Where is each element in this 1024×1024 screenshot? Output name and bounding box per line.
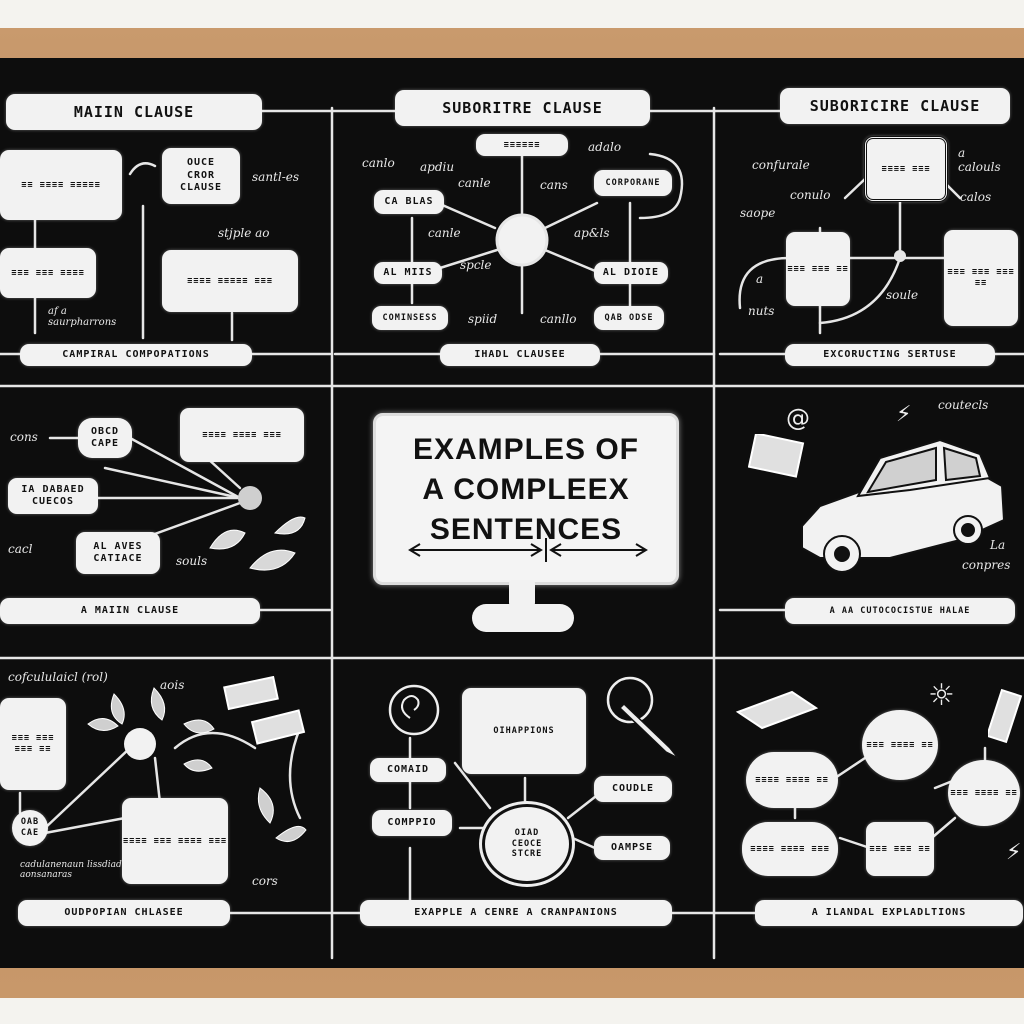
chalk-note: cors bbox=[252, 874, 278, 888]
plant-icon bbox=[84, 684, 224, 788]
chalk-note: stjple ao bbox=[218, 226, 270, 240]
panel-footer: EXAPPLE A CENRE A CRANPANIONS bbox=[360, 900, 672, 926]
chalk-note: a bbox=[756, 272, 764, 286]
chalk-note: cadulanenaun lissdiad aonsanaras bbox=[20, 860, 122, 880]
panel-footer: A ILANDAL EXPLADLTIONS bbox=[755, 900, 1023, 926]
book-icon bbox=[747, 432, 808, 484]
lightning-icon: ⚡ bbox=[896, 402, 912, 427]
chalk-note: conpres bbox=[962, 558, 1011, 572]
chalk-note: souls bbox=[176, 554, 208, 568]
text-block: ≡≡≡ ≡≡≡ ≡≡≡≡ bbox=[0, 248, 96, 298]
panel-footer: CAMPIRAL COMPOPATIONS bbox=[20, 344, 252, 366]
chalk-note: soule bbox=[886, 288, 919, 302]
clause-node: OAB CAE bbox=[12, 810, 48, 846]
chalk-note: santl-es bbox=[252, 170, 300, 184]
panel-footer: A AA CUTOCOCISTUE HALAE bbox=[785, 598, 1015, 624]
chalk-note: saope bbox=[740, 206, 776, 220]
text-block: ≡≡≡ ≡≡≡ ≡≡ bbox=[866, 822, 934, 876]
main-clause-header: MAIIN CLAUSE bbox=[6, 94, 262, 130]
book-icon bbox=[222, 675, 312, 760]
chalk-note: cons bbox=[10, 430, 38, 444]
clause-node: OBCD CAPE bbox=[78, 418, 132, 458]
center-card: EXAMPLES OF A COMPLEEX SENTENCES bbox=[373, 413, 679, 585]
text-block: ≡≡≡≡ ≡≡≡≡ ≡≡≡ bbox=[180, 408, 304, 462]
spiral-icon bbox=[384, 680, 444, 744]
chalk-note: canle bbox=[428, 226, 461, 240]
subordinate-clause-header: SUBORITRE CLAUSE bbox=[395, 90, 650, 126]
chalk-note: adalo bbox=[588, 140, 622, 154]
stand-base bbox=[472, 604, 574, 632]
clause-node: OUCE CROR CLAUSE bbox=[162, 148, 240, 204]
panel-footer: EXCORUCTING SERTUSE bbox=[785, 344, 995, 366]
clause-node: IA DABAED CUECOS bbox=[8, 478, 98, 514]
text-block: ≡≡≡ ≡≡≡≡ ≡≡ bbox=[862, 710, 938, 780]
stand-neck bbox=[509, 580, 535, 606]
subordinate-clause-header: SUBORICIRE CLAUSE bbox=[780, 88, 1010, 124]
chalk-note: spcle bbox=[460, 258, 492, 272]
chalk-note: La bbox=[990, 538, 1006, 552]
at-icon: @ bbox=[786, 404, 810, 432]
chalk-note: apdiu bbox=[420, 160, 455, 174]
chalk-note: canle bbox=[458, 176, 491, 190]
chalk-note: canlo bbox=[362, 156, 395, 170]
text-block: ≡≡≡≡≡≡ bbox=[476, 134, 568, 156]
text-block: ≡≡ ≡≡≡≡ ≡≡≡≡≡ bbox=[0, 150, 122, 220]
chalk-note: cans bbox=[540, 178, 568, 192]
chalk-note: conulo bbox=[790, 188, 831, 202]
chalk-note: calos bbox=[960, 190, 992, 204]
panel-footer: A MAIIN CLAUSE bbox=[0, 598, 260, 624]
chalk-note: confurale bbox=[752, 158, 810, 172]
chalkboard: MAIIN CLAUSE ≡≡ ≡≡≡≡ ≡≡≡≡≡ ≡≡≡ ≡≡≡ ≡≡≡≡ … bbox=[0, 58, 1024, 968]
clause-node: COMPPIO bbox=[372, 810, 452, 836]
text-block: ≡≡≡≡ ≡≡≡≡ ≡≡ bbox=[746, 752, 838, 808]
text-block: ≡≡≡ ≡≡≡≡ ≡≡ bbox=[948, 760, 1020, 826]
text-block: ≡≡≡ ≡≡≡ ≡≡≡ ≡≡ bbox=[944, 230, 1018, 326]
chalk-note: aois bbox=[160, 678, 185, 692]
text-block: ≡≡≡≡ ≡≡≡ ≡≡≡≡ ≡≡≡ bbox=[122, 798, 228, 884]
chalk-note: canllo bbox=[540, 312, 577, 326]
pencil-icon bbox=[604, 674, 684, 768]
clause-node: AL DIOIE bbox=[594, 262, 668, 284]
clause-node: COUDLE bbox=[594, 776, 672, 802]
book-icon bbox=[732, 678, 822, 738]
panel-footer: IHADL CLAUSEE bbox=[440, 344, 600, 366]
leaf-icon bbox=[200, 508, 310, 582]
clause-node: CA BLAS bbox=[374, 190, 444, 214]
sun-icon: ☼ bbox=[928, 678, 955, 713]
chalk-note: coutecls bbox=[938, 398, 989, 412]
clause-node: OIHAPPIONS bbox=[462, 688, 586, 774]
clause-node: QAB ODSE bbox=[594, 306, 664, 330]
chalk-note: af a saurpharrons bbox=[48, 306, 117, 328]
clause-node: AL AVES CATIACE bbox=[76, 532, 160, 574]
car-icon bbox=[740, 408, 1020, 592]
double-arrow-icon bbox=[408, 538, 648, 562]
leaf-icon bbox=[250, 778, 310, 862]
text-block: ≡≡≡≡ ≡≡≡≡ ≡≡≡ bbox=[742, 822, 838, 876]
clause-node: AL MIIS bbox=[374, 262, 442, 284]
chalk-note: a calouls bbox=[958, 146, 1001, 174]
chalk-note: cacl bbox=[8, 542, 33, 556]
clause-node: OIAD CEOCE STCRE bbox=[482, 804, 572, 884]
chalk-note: spiid bbox=[468, 312, 498, 326]
clause-node: COMAID bbox=[370, 758, 446, 782]
grid-lines bbox=[0, 106, 1024, 960]
document-node: ≡≡≡≡ ≡≡≡ bbox=[864, 136, 948, 202]
chalk-note: nuts bbox=[748, 304, 775, 318]
text-block: ≡≡≡≡ ≡≡≡≡≡ ≡≡≡ bbox=[162, 250, 298, 312]
panel-footer: OUDPOPIAN CHLASEE bbox=[18, 900, 230, 926]
book-icon bbox=[985, 686, 1024, 750]
center-title: EXAMPLES OF A COMPLEEX SENTENCES bbox=[412, 433, 640, 546]
lightning-icon: ⚡ bbox=[1006, 840, 1022, 865]
text-block: ≡≡≡ ≡≡≡ ≡≡≡ ≡≡ bbox=[0, 698, 66, 790]
chalk-note: ap&ls bbox=[574, 226, 610, 240]
chalk-note: cofcululaicl (rol) bbox=[8, 670, 108, 684]
clause-node: CORPORANE bbox=[594, 170, 672, 196]
clause-node: COMINSESS bbox=[372, 306, 448, 330]
clause-node: OAMPSE bbox=[594, 836, 670, 860]
text-block: ≡≡≡ ≡≡≡ ≡≡ bbox=[786, 232, 850, 306]
